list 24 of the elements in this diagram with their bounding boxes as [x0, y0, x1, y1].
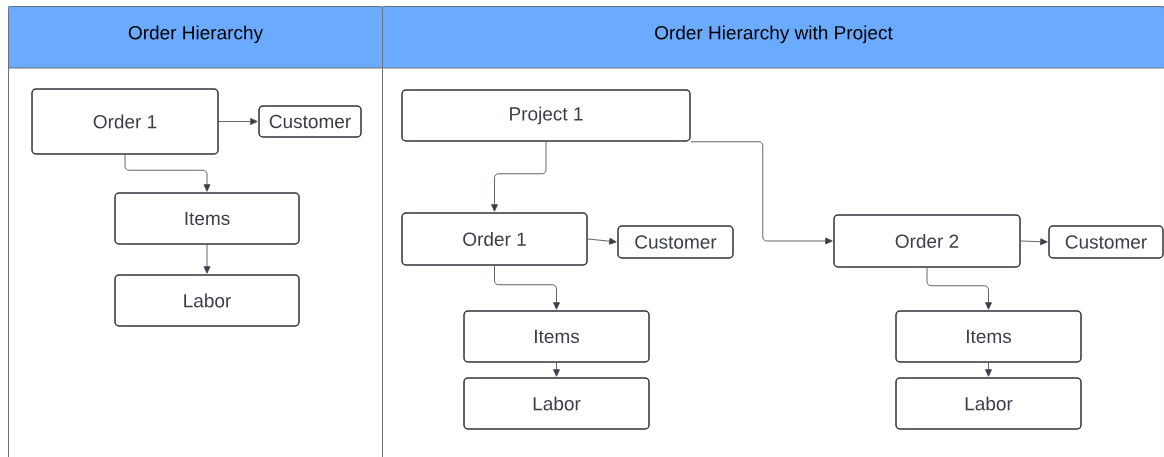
process-box: Project 1 — [401, 89, 691, 142]
process-box: Customer — [617, 225, 734, 259]
arrow — [124, 154, 211, 192]
arrow — [203, 244, 211, 274]
arrow — [587, 237, 617, 245]
process-box: Labor — [895, 377, 1082, 430]
process-box: Order 2 — [833, 214, 1021, 268]
process-box: Customer — [258, 105, 362, 138]
arrow — [494, 265, 560, 310]
arrow — [218, 118, 258, 125]
process-box: Order 1 — [31, 88, 219, 155]
process-box: Labor — [114, 274, 300, 327]
arrow — [926, 267, 992, 310]
process-box: Items — [114, 192, 300, 245]
arrow — [1020, 238, 1048, 246]
process-box: Items — [895, 310, 1082, 363]
process-box: Order 1 — [401, 212, 588, 266]
process-box: Labor — [463, 377, 650, 430]
arrow — [553, 362, 560, 377]
process-box: Customer — [1048, 225, 1164, 259]
arrow — [690, 141, 833, 245]
arrow — [491, 141, 547, 212]
arrow — [985, 362, 992, 377]
process-box: Items — [463, 310, 650, 363]
